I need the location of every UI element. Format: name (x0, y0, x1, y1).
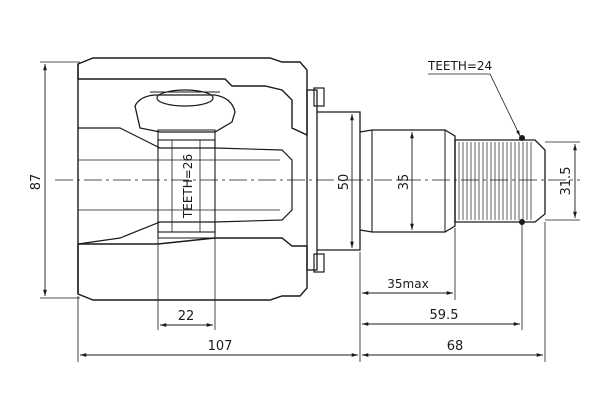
dim-shaft-diameter: 35 (397, 132, 414, 230)
housing-bottom-section (77, 237, 308, 301)
dim-flange-diameter-label: 50 (337, 174, 352, 191)
dim-stem-length: 68 (362, 339, 543, 357)
dim-body-length-label: 107 (208, 339, 233, 354)
spline-shaft (454, 135, 546, 225)
outer-teeth-label: TEETH=24 (427, 59, 492, 73)
dim-overall-diameter-label: 87 (29, 174, 44, 191)
dim-shaft-diameter-label: 35 (397, 174, 412, 191)
housing-top-section (77, 57, 308, 137)
dim-shaft-length: 59.5 (362, 225, 523, 330)
dim-spline-diameter-label: 31.5 (559, 167, 574, 196)
dim-flange-diameter: 50 (337, 114, 354, 248)
dim-stem-length-label: 68 (447, 339, 464, 354)
inner-race-bottom (157, 221, 216, 239)
inner-race-top (157, 129, 216, 149)
outer-teeth-callout: TEETH=24 (427, 59, 521, 137)
ball-cage (134, 94, 236, 133)
dim-shaft-length-label: 59.5 (430, 308, 459, 323)
dim-neck-length: 35max (359, 228, 456, 362)
flange-body (317, 111, 361, 251)
dim-bore-depth: 22 (157, 234, 216, 330)
inner-cavity (77, 127, 293, 245)
dim-neck-length-label: 35max (387, 277, 428, 291)
dim-spline-diameter: 31.5 (545, 141, 580, 221)
dim-overall-diameter: 87 (29, 61, 80, 299)
inner-spline-bore (157, 139, 216, 233)
inner-teeth-label: TEETH=26 (181, 154, 195, 219)
dim-bore-depth-label: 22 (178, 309, 195, 324)
dim-body-length: 107 (77, 222, 546, 362)
